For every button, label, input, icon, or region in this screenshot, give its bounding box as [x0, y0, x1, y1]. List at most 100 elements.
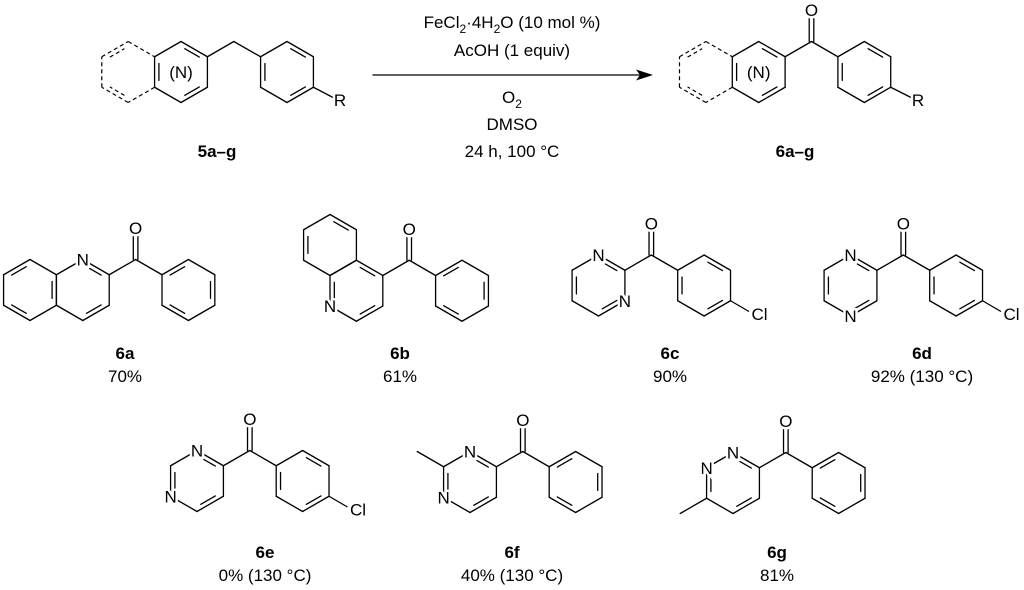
bond [731, 86, 760, 104]
double-bond [601, 299, 618, 310]
solvent-text: DMSO [487, 115, 538, 134]
bond [101, 40, 129, 58]
bond [196, 449, 225, 467]
bond [837, 497, 866, 515]
bond [863, 40, 892, 58]
double-bond [169, 266, 186, 276]
bond [731, 40, 760, 58]
methyl-bond [416, 450, 445, 468]
ring [259, 40, 315, 104]
double-bond [333, 221, 349, 231]
bond [169, 449, 198, 467]
atom-r: R [334, 91, 346, 110]
atom-o: O [645, 215, 658, 234]
atom-n: N [619, 292, 631, 311]
bond [495, 450, 524, 468]
ring [811, 451, 866, 515]
bond [301, 449, 330, 467]
bond [571, 300, 600, 317]
bond [785, 451, 813, 469]
ring [169, 449, 225, 513]
bond [837, 86, 865, 104]
reactant-structure: R(N) [101, 40, 349, 113]
ring [442, 450, 498, 514]
bond [732, 451, 761, 469]
double-bond [11, 266, 27, 276]
bond [679, 86, 707, 104]
atom-o: O [403, 220, 416, 239]
ring [55, 258, 110, 322]
ring [329, 259, 384, 322]
bond [823, 254, 852, 271]
product-label: 6a–g [776, 142, 815, 161]
bond [82, 304, 110, 322]
ring [548, 450, 603, 514]
bond [187, 258, 216, 276]
double-bond [184, 48, 200, 58]
bond [127, 86, 155, 104]
bond [2, 258, 31, 276]
double-bond [11, 304, 27, 314]
bond [259, 86, 288, 104]
bond [301, 495, 330, 513]
bond [286, 40, 315, 58]
bond [461, 259, 490, 277]
ring [731, 40, 786, 104]
atom-o: O [129, 219, 142, 238]
bond [329, 305, 358, 322]
bond [275, 495, 304, 513]
bond [811, 451, 840, 469]
bond [574, 450, 603, 468]
atom-n: N [464, 443, 476, 462]
compound-yield: 70% [108, 367, 142, 386]
bond [469, 496, 498, 514]
double-bond [819, 459, 836, 469]
bond [679, 40, 707, 58]
compound-label: 6f [504, 543, 519, 562]
double-bond [290, 86, 306, 96]
atom-cl: Cl [1003, 305, 1019, 324]
ring [434, 259, 490, 322]
bond [302, 259, 331, 277]
structure-6a: ON [2, 217, 216, 322]
bond [703, 254, 732, 271]
methyl-bond [679, 497, 708, 515]
bond [837, 451, 866, 469]
atom-n: N [844, 246, 856, 265]
double-bond [359, 266, 376, 277]
compound-label: 6a [116, 344, 135, 363]
bond [677, 300, 705, 317]
ring [705, 451, 761, 515]
double-bond [169, 304, 186, 314]
bond [180, 40, 209, 58]
ring [153, 40, 209, 104]
ring [571, 254, 626, 317]
bond [597, 300, 626, 317]
atom-n: N [191, 442, 203, 461]
compound-yield: 92% (130 °C) [871, 367, 973, 386]
ring [823, 254, 878, 317]
bond [890, 86, 912, 99]
atom-n: N [700, 459, 712, 478]
ring [929, 254, 984, 317]
double-bond [359, 305, 376, 315]
bond [732, 497, 761, 515]
bond [955, 300, 984, 317]
bond [442, 496, 471, 514]
double-bond [85, 266, 102, 276]
atom-n: N [324, 297, 336, 316]
double-bond [687, 86, 703, 96]
double-bond [85, 304, 102, 314]
ring [275, 449, 330, 513]
double-bond [736, 497, 752, 507]
bond [811, 497, 840, 515]
compound-label: 6d [912, 344, 932, 363]
bond [355, 305, 384, 322]
bond [705, 451, 734, 469]
compound-yield: 81% [760, 566, 794, 585]
bond [729, 300, 750, 312]
double-bond [853, 299, 870, 310]
bond [849, 254, 878, 271]
bond [249, 449, 277, 467]
